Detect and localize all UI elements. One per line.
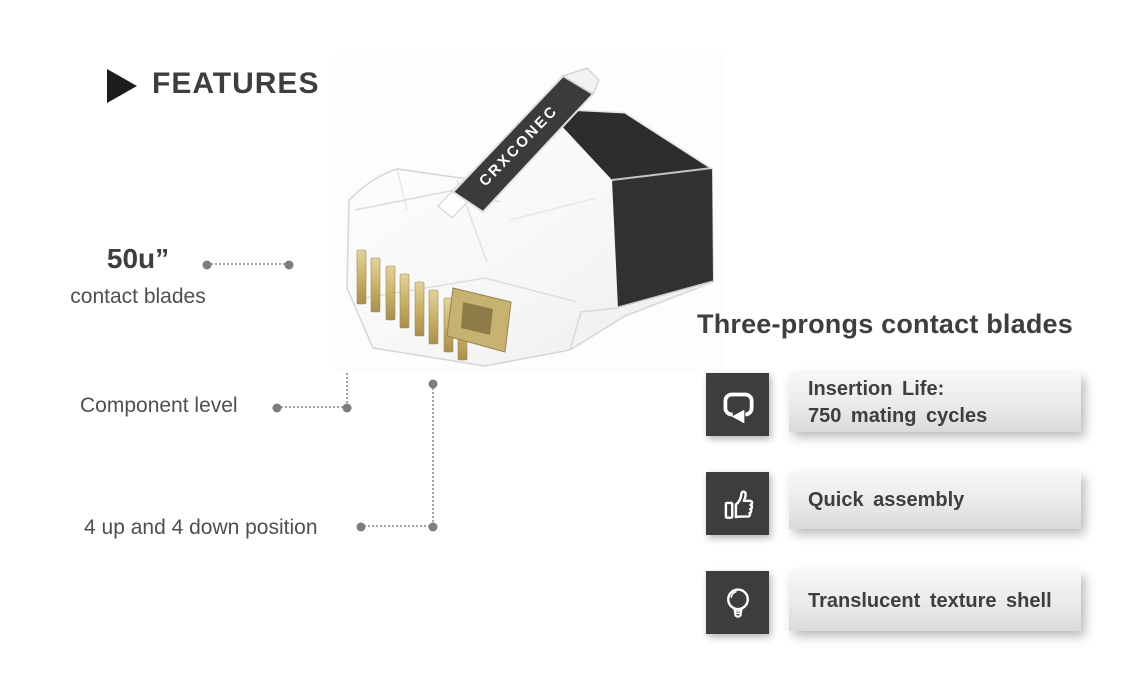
feature-icon-box — [706, 571, 769, 634]
feature-line-1: Quick assembly — [808, 489, 965, 511]
page-title: FEATURES — [152, 67, 320, 100]
callout-contact-blades-value: 50u” — [106, 243, 170, 274]
leader-dot — [342, 403, 352, 413]
leader-dot — [272, 403, 282, 413]
callout-position: 4 up and 4 down position — [84, 516, 318, 539]
leader-dot — [428, 379, 438, 389]
thumbs-up-icon — [724, 489, 753, 519]
leader-dot — [284, 260, 294, 270]
leader-dot — [202, 260, 212, 270]
callout-component-level: Component level — [80, 394, 238, 417]
leader-dot — [356, 522, 366, 532]
rj45-connector-illustration: CRXCONEC — [346, 67, 714, 367]
feature-icon-box — [706, 472, 769, 535]
play-triangle-icon — [107, 69, 137, 103]
product-image-rj45-connector: CRXCONEC — [335, 50, 723, 372]
feature-line-1: Translucent texture shell — [808, 589, 1052, 612]
panel-heading: Three-prongs contact blades — [697, 309, 1073, 339]
leader-line-component-h — [277, 406, 347, 408]
leader-line-position-h — [361, 525, 433, 527]
callout-contact-blades-label: contact blades — [70, 285, 206, 308]
feature-line-1: Insertion Life: — [808, 377, 945, 400]
light-bulb-icon — [726, 587, 749, 618]
gold-contact-pins — [356, 249, 468, 361]
feature-bar: Quick assembly — [789, 472, 1081, 529]
callout-contact-blades: 50u” contact blades — [62, 243, 214, 309]
loop-arrow-icon — [723, 392, 754, 423]
feature-bar: Translucent texture shell — [789, 571, 1081, 631]
feature-bar: Insertion Life: 750 mating cycles — [789, 373, 1081, 432]
feature-icon-box — [706, 373, 769, 436]
leader-dot — [428, 522, 438, 532]
leader-line-position-v — [432, 385, 434, 525]
leader-line-blades — [207, 263, 289, 265]
feature-line-2: 750 mating cycles — [808, 404, 988, 427]
